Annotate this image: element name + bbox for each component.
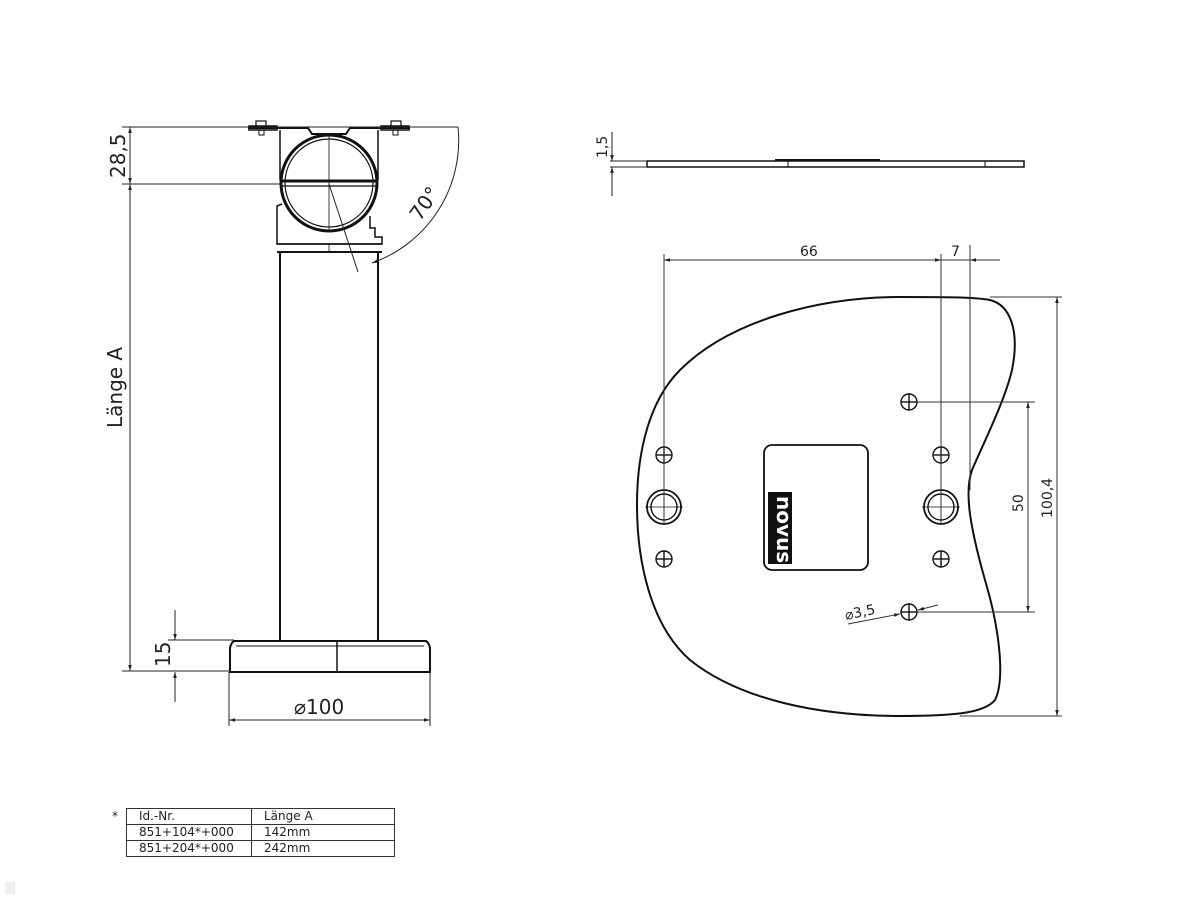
plate-outline: [635, 295, 1016, 718]
cell-id: 851+104*+000: [126, 824, 252, 841]
cell-id: 851+204*+000: [126, 840, 252, 857]
cell-length: 242mm: [251, 840, 395, 857]
dim-plate-height: 100,4: [1040, 478, 1056, 518]
dim-length-a: Länge A: [103, 347, 127, 428]
svg-text:novus: novus: [772, 496, 796, 563]
header-length: Länge A: [251, 808, 395, 825]
header-id: Id.-Nr.: [126, 808, 252, 825]
table-marker: *: [112, 809, 118, 823]
dim-base-height: 15: [151, 642, 175, 667]
dim-hole-diameter: ⌀3,5: [844, 602, 877, 624]
dim-angle: 70°: [404, 182, 444, 225]
table-row: 851+104*+000 142mm: [126, 824, 395, 841]
dim-hole-spacing: 50: [1011, 494, 1027, 512]
dim-plate-thickness: 1,5: [595, 136, 611, 158]
dim-plate-offset: 7: [951, 244, 960, 260]
table-row: 851+204*+000 242mm: [126, 840, 395, 857]
dim-plate-width: 66: [800, 244, 818, 260]
side-view: [229, 120, 431, 673]
dim-top-height: 28,5: [106, 133, 130, 178]
plate-dimensions: [663, 245, 1062, 717]
side-view-dimensions: [122, 126, 460, 726]
top-flange: [248, 127, 410, 135]
corner-mark: [5, 882, 15, 894]
parts-table: Id.-Nr. Länge A 851+104*+000 142mm 851+2…: [126, 808, 395, 857]
dim-base-diameter: ⌀100: [294, 695, 344, 719]
novus-logo: novus: [768, 492, 796, 564]
table-header-row: Id.-Nr. Länge A: [126, 808, 395, 825]
cell-length: 142mm: [251, 824, 395, 841]
plate-edge-view: [610, 132, 1025, 196]
plate-plan-view: [635, 295, 1016, 718]
logo-pad: [763, 444, 869, 571]
